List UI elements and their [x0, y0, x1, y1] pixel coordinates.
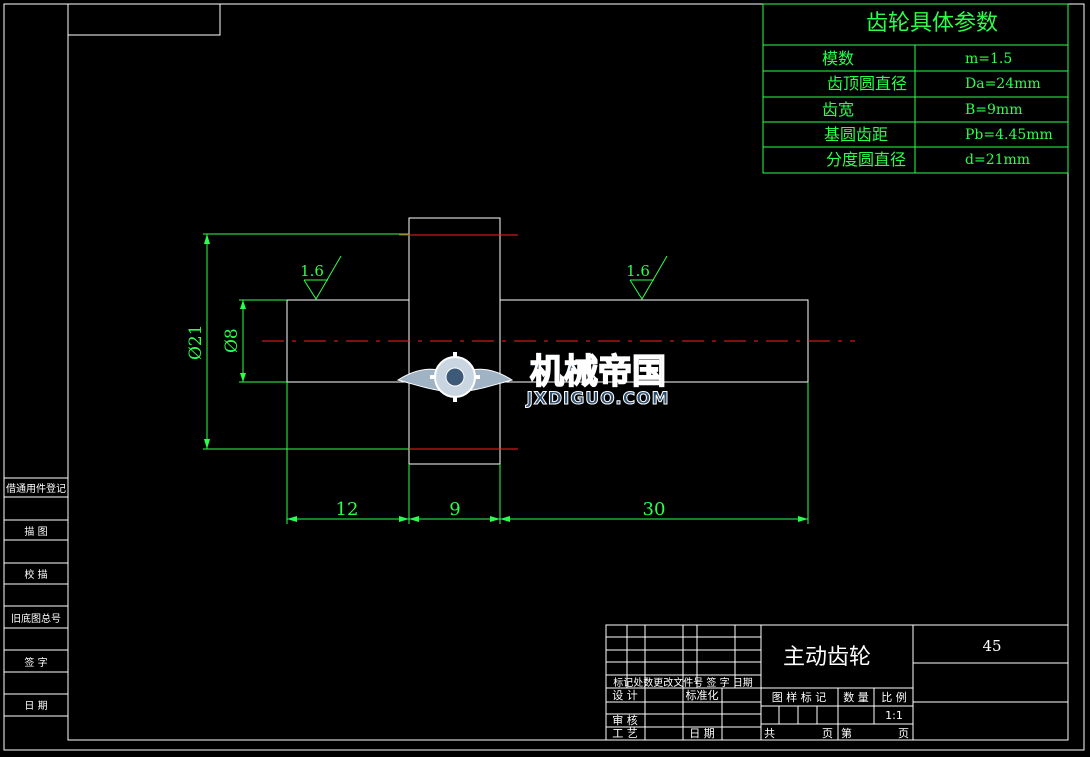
dim-text-gear-width: 9	[449, 499, 460, 520]
left-strip: 借通用件登记 描 图 校 描 旧底图总号 签 字 日 期	[4, 477, 68, 717]
roughness-value-right: 1.6	[626, 262, 650, 280]
param-value-base-pitch: Pb=4.45mm	[965, 127, 1053, 143]
param-label-base-pitch: 基圆齿距	[824, 125, 888, 144]
label-standardization: 标准化	[686, 688, 719, 702]
centerlines	[262, 234, 855, 450]
strip-label-old-drawing-no: 旧底图总号	[11, 612, 61, 625]
label-total: 共	[764, 727, 775, 740]
param-label-pitch-diameter: 分度圆直径	[826, 150, 906, 169]
strip-label-trace-check: 校 描	[24, 568, 47, 581]
strip-label-signature: 签 字	[24, 656, 47, 669]
dimensions	[203, 233, 809, 524]
material: 45	[982, 637, 1001, 655]
watermark-cn-text: 机械帝国	[530, 352, 666, 392]
title-block	[605, 624, 1069, 741]
roughness-symbol-left	[303, 255, 342, 300]
param-value-pitch-diameter: d=21mm	[965, 152, 1030, 168]
dimension-arrows	[204, 234, 808, 522]
dim-text-outer-diameter: Ø21	[186, 324, 206, 360]
strip-label-date: 日 期	[24, 700, 47, 712]
label-sheet: 第	[841, 726, 852, 740]
param-value-module: m=1.5	[965, 51, 1012, 67]
watermark-logo: 机械帝国 JXDIGUO.COM	[396, 351, 669, 410]
param-value-tip-diameter: Da=24mm	[965, 76, 1041, 92]
strip-label-general-parts: 借通用件登记	[6, 482, 66, 495]
dim-text-bore: Ø8	[222, 328, 242, 353]
scale-value: 1:1	[885, 709, 903, 722]
header-drawing-mark: 图 样 标 记	[772, 690, 827, 704]
roughness-symbol-right	[629, 255, 668, 300]
param-label-module: 模数	[822, 49, 854, 68]
label-design: 设 计	[612, 689, 638, 702]
label-date: 日 期	[689, 727, 715, 740]
header-quantity: 数 量	[843, 691, 869, 704]
dim-text-right-length: 30	[643, 499, 666, 520]
roughness-value-left: 1.6	[300, 262, 324, 280]
revision-header: 标记处数更改文件号 签 字 日期	[613, 676, 753, 689]
watermark-en-text: JXDIGUO.COM	[525, 389, 669, 409]
label-page: 页	[898, 727, 909, 740]
drawing-frame	[3, 3, 1085, 751]
params-table-title: 齿轮具体参数	[866, 11, 998, 36]
label-pages: 页	[822, 727, 833, 740]
part-name: 主动齿轮	[783, 645, 871, 670]
header-scale: 比 例	[881, 690, 907, 704]
label-review: 审 核	[612, 713, 638, 727]
param-value-face-width: B=9mm	[965, 102, 1022, 118]
gear-params-table: 齿轮具体参数 模数 m=1.5 齿顶圆直径 Da=24mm 齿宽 B=9mm 基…	[762, 3, 1069, 174]
dim-text-left-length: 12	[336, 499, 359, 520]
label-process: 工 艺	[612, 727, 638, 740]
strip-label-tracing: 描 图	[24, 525, 47, 538]
left-shaft	[286, 299, 409, 383]
param-label-tip-diameter: 齿顶圆直径	[827, 74, 907, 93]
param-label-face-width: 齿宽	[822, 100, 854, 119]
